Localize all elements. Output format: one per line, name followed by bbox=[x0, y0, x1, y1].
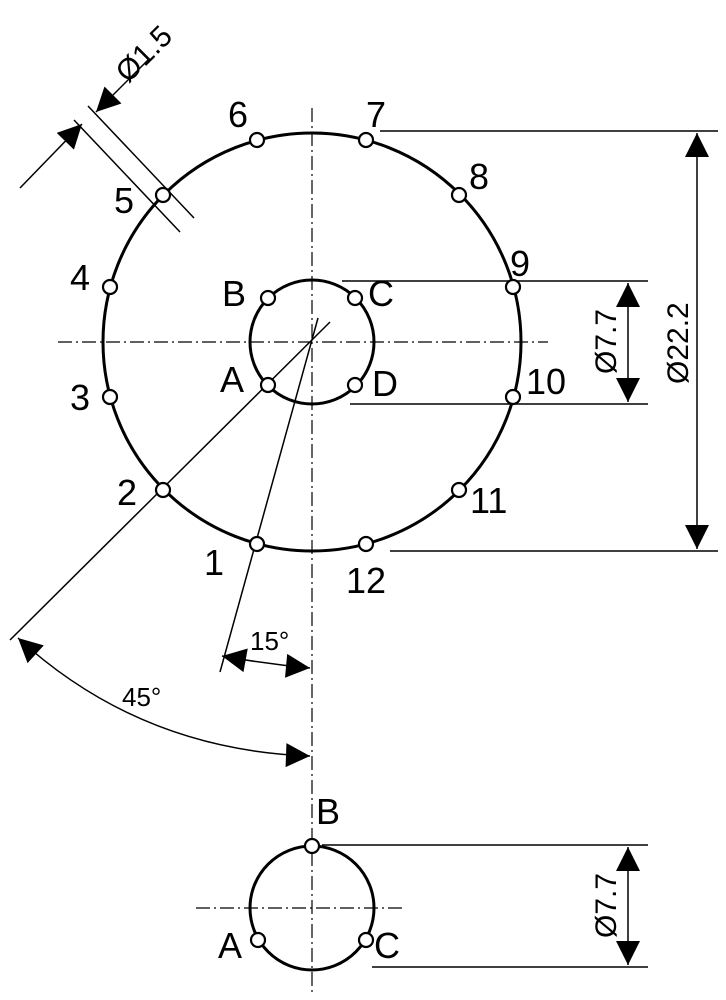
inner-pin-hole-d bbox=[346, 376, 364, 394]
angle-arc-15 bbox=[221, 648, 311, 678]
inner-pin-label-b: B bbox=[222, 273, 246, 314]
outer-pin-hole bbox=[450, 481, 468, 499]
outer-pin-label-1: 1 bbox=[204, 542, 224, 583]
pin-dim-arrow-out bbox=[95, 59, 149, 113]
inner-pin-label-c: C bbox=[368, 273, 394, 314]
angle-label-45: 45° bbox=[122, 682, 161, 712]
outer-pin-hole bbox=[357, 131, 375, 149]
outer-pin-hole bbox=[248, 535, 266, 553]
bottom-pin-hole-c bbox=[357, 931, 375, 949]
outer-pin-label-4: 4 bbox=[70, 257, 90, 298]
inner-pin-hole-b bbox=[259, 289, 277, 307]
pin-extension-line-2 bbox=[87, 105, 195, 219]
bottom-pin-label-b: B bbox=[316, 791, 340, 832]
outer-pin-hole bbox=[504, 388, 522, 406]
outer-pin-label-10: 10 bbox=[526, 361, 566, 402]
pin-extension-line-1 bbox=[73, 119, 181, 233]
outer-pin-label-7: 7 bbox=[366, 94, 386, 135]
bottom-diameter-label: Ø7.7 bbox=[590, 873, 623, 938]
pin-dim-arrow-in bbox=[19, 123, 83, 189]
outer-pin-hole bbox=[450, 186, 468, 204]
angle-line-15 bbox=[219, 317, 319, 673]
outer-pin-label-12: 12 bbox=[346, 560, 386, 601]
outer-pin-label-6: 6 bbox=[228, 94, 248, 135]
outer-pin-label-8: 8 bbox=[469, 156, 489, 197]
bottom-pin-label-a: A bbox=[218, 925, 242, 966]
outer-pin-label-11: 11 bbox=[470, 480, 507, 521]
outer-pin-hole bbox=[154, 481, 172, 499]
inner-pin-hole-a bbox=[259, 376, 277, 394]
outer-pin-hole bbox=[248, 131, 266, 149]
outer-pin-circle bbox=[101, 131, 523, 553]
outer-pin-hole bbox=[357, 535, 375, 553]
pin-diameter-label: Ø1.5 bbox=[110, 20, 179, 89]
outer-diameter-label: Ø22.2 bbox=[662, 302, 695, 384]
outer-pin-label-3: 3 bbox=[70, 377, 90, 418]
outer-pin-hole bbox=[101, 278, 119, 296]
bottom-pin-hole-b bbox=[303, 837, 321, 855]
inner-pin-label-a: A bbox=[220, 359, 244, 400]
bottom-pin-hole-a bbox=[249, 931, 267, 949]
angle-label-15: 15° bbox=[250, 626, 289, 656]
outer-pin-hole bbox=[504, 278, 522, 296]
inner-diameter-label: Ø7.7 bbox=[590, 309, 623, 374]
outer-pin-hole bbox=[154, 186, 172, 204]
bottom-pin-label-c: C bbox=[374, 925, 400, 966]
outer-pin-label-5: 5 bbox=[114, 180, 134, 221]
outer-pin-hole bbox=[101, 388, 119, 406]
inner-pin-label-d: D bbox=[372, 363, 398, 404]
angle-line-45 bbox=[9, 321, 331, 641]
outer-pin-label-9: 9 bbox=[510, 243, 530, 284]
angle-arc-45 bbox=[17, 637, 311, 768]
inner-pin-circle bbox=[248, 278, 376, 406]
outer-pin-label-2: 2 bbox=[117, 472, 137, 513]
inner-pin-hole-c bbox=[346, 289, 364, 307]
